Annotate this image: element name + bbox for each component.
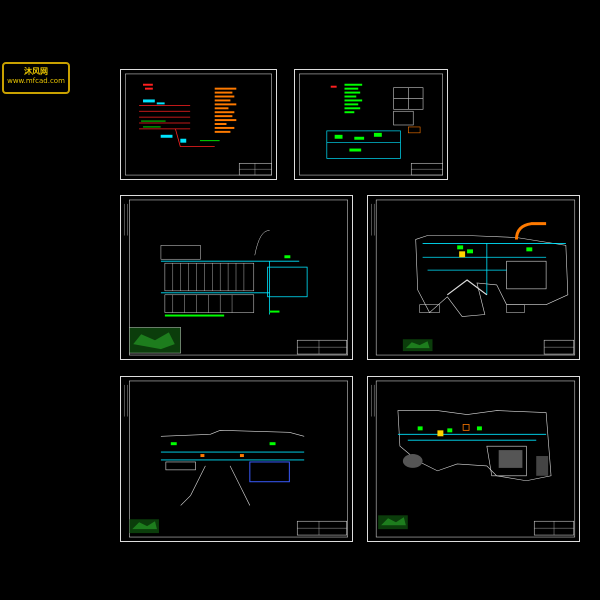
- drawing-sheet-system-diagram[interactable]: [120, 69, 277, 180]
- wiring-diagram-drawing: [299, 73, 443, 176]
- logo-title: 沐风网: [24, 67, 48, 76]
- logo-url: www.mfcad.com: [7, 77, 65, 85]
- third-floor-plan-drawing: [371, 380, 576, 538]
- system-diagram-drawing: [125, 73, 272, 176]
- drawing-sheet-basement-plan[interactable]: [120, 195, 353, 360]
- first-floor-plan-drawing: [371, 199, 576, 356]
- drawing-sheet-first-floor-plan[interactable]: [367, 195, 580, 360]
- basement-plan-drawing: [124, 199, 348, 356]
- site-logo[interactable]: 沐风网 www.mfcad.com: [2, 62, 70, 94]
- drawing-sheet-third-floor-plan[interactable]: [367, 376, 580, 542]
- drawing-sheet-wiring-diagram[interactable]: [294, 69, 448, 180]
- drawing-sheet-second-floor-plan[interactable]: [120, 376, 353, 542]
- second-floor-plan-drawing: [124, 380, 348, 538]
